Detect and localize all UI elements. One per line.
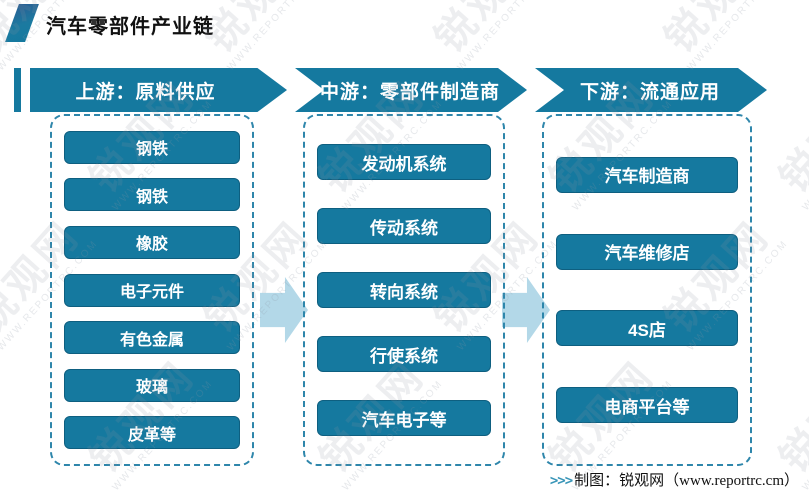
chain-item: 传动系统 (316, 208, 492, 244)
footer-credit-text: 制图：锐观网（www.reportrc.cm） (574, 473, 799, 489)
chain-item: 汽车制造商 (556, 156, 738, 193)
chain-column-upstream: 上游：原料供应 钢铁 钢铁 橡胶 电子元件 有色金属 玻璃 皮革等 (30, 68, 287, 466)
chain-item: 4S店 (556, 310, 738, 347)
upstream-header-accent-bar (14, 68, 21, 112)
footer-credit: >>>制图：锐观网（www.reportrc.cm） (550, 469, 799, 490)
midstream-stage-header: 中游：零部件制造商 (295, 68, 527, 112)
upstream-items-container: 钢铁 钢铁 橡胶 电子元件 有色金属 玻璃 皮革等 (50, 114, 254, 466)
chain-item: 橡胶 (64, 225, 240, 259)
chain-item: 发动机系统 (316, 144, 492, 180)
footer-chevrons-icon: >>> (549, 473, 573, 489)
chain-column-downstream: 下游：流通应用 汽车制造商 汽车维修店 4S店 电商平台等 (535, 68, 767, 466)
midstream-items-container: 发动机系统 传动系统 转向系统 行使系统 汽车电子等 (303, 114, 505, 466)
chain-item: 钢铁 (64, 130, 240, 164)
upstream-stage-header: 上游：原料供应 (30, 68, 287, 112)
page-title: 汽车零部件产业链 (46, 16, 214, 38)
chain-item: 电商平台等 (556, 387, 738, 424)
downstream-stage-header: 下游：流通应用 (535, 68, 767, 112)
chain-item: 电子元件 (64, 273, 240, 307)
chain-item: 汽车电子等 (316, 400, 492, 436)
chain-item: 钢铁 (64, 178, 240, 212)
chain-item: 汽车维修店 (556, 233, 738, 270)
chain-item: 行使系统 (316, 336, 492, 372)
chain-column-midstream: 中游：零部件制造商 发动机系统 传动系统 转向系统 行使系统 汽车电子等 (295, 68, 527, 466)
chain-item: 玻璃 (64, 368, 240, 402)
title-row: 汽车零部件产业链 (0, 0, 809, 48)
downstream-items-container: 汽车制造商 汽车维修店 4S店 电商平台等 (542, 114, 752, 466)
chain-item: 皮革等 (64, 416, 240, 450)
chain-item: 有色金属 (64, 321, 240, 355)
chain-item: 转向系统 (316, 272, 492, 308)
